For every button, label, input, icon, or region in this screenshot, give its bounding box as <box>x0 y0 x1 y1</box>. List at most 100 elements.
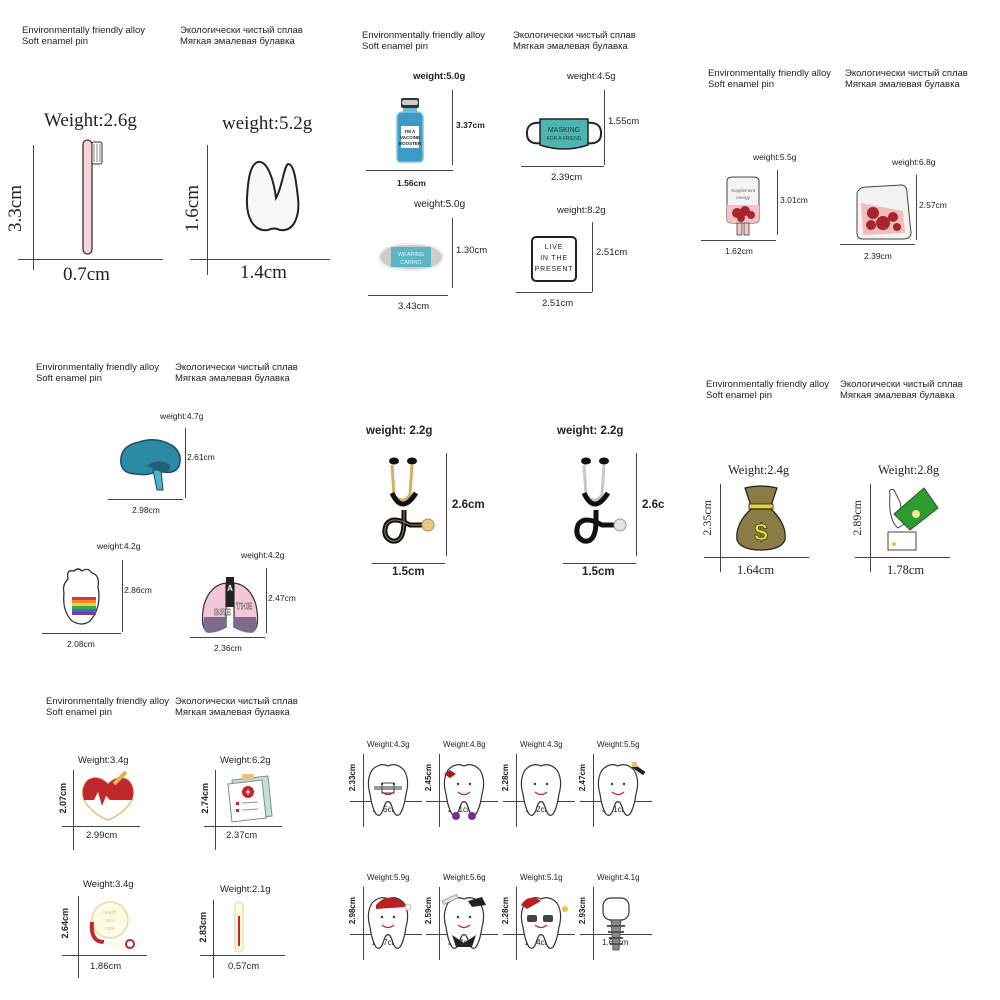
height-arrow <box>916 175 917 240</box>
weight-label: weight:4.2g <box>241 550 285 560</box>
weight-label: weight: 2.2g <box>366 425 433 437</box>
height-axis <box>439 754 440 827</box>
height-label: 2.86cm <box>124 585 152 595</box>
weight-label: weight: 2.2g <box>557 425 624 437</box>
width-axis <box>204 826 282 827</box>
width-arrow <box>563 563 636 564</box>
weight-label: weight:5.5g <box>753 152 797 162</box>
weight-label: weight:5.0g <box>413 71 466 82</box>
height-axis <box>213 900 214 978</box>
svg-text:WEARING: WEARING <box>398 252 424 258</box>
header-ru-line1: Экологически чистый сплав <box>513 30 636 41</box>
anatomical-heart-icon <box>62 568 100 625</box>
width-label: 2.98cm <box>132 505 160 515</box>
header-ru-line1: Экологически чистый сплав <box>180 25 303 36</box>
weight-label: Weight:2.8g <box>878 463 940 477</box>
weight-label: Weight:2.6g <box>44 110 137 131</box>
tooth-graduate-icon <box>441 893 486 949</box>
header-en: Environmentally friendly alloy Soft enam… <box>46 696 169 718</box>
height-label: 2.51cm <box>596 247 628 258</box>
height-label: 2.47cm <box>578 764 587 792</box>
weight-label: weight:8.2g <box>557 205 606 216</box>
live-in-present-pin: LIVE IN THE PRESENT <box>531 236 577 282</box>
height-label: 3.01cm <box>780 195 808 205</box>
tooth-braces-icon <box>367 764 409 816</box>
height-arrow <box>777 170 778 235</box>
weight-label: Weight:4.8g <box>443 740 486 749</box>
svg-text:care: care <box>105 918 115 924</box>
width-arrow <box>521 166 604 167</box>
height-arrow <box>452 218 453 288</box>
face-mask-caring-icon: WEARING CARING <box>377 242 445 272</box>
height-arrow <box>636 453 637 556</box>
height-arrow <box>592 222 593 292</box>
pin-text-line: PRESENT <box>534 266 574 273</box>
height-arrow <box>266 568 267 633</box>
weight-label: weight:5.2g <box>222 113 313 134</box>
height-label: 2.98cm <box>348 897 357 925</box>
tooth-bow-icon <box>443 764 485 820</box>
height-label: 2.89cm <box>850 500 864 536</box>
header-en: Environmentally friendly alloy Soft enam… <box>362 30 485 52</box>
height-axis <box>207 145 208 275</box>
weight-label: weight:5.0g <box>414 199 466 210</box>
width-arrow <box>516 292 592 293</box>
width-label: 2.37cm <box>372 938 399 947</box>
svg-text:THE: THE <box>236 602 253 611</box>
svg-text:energy: energy <box>736 195 751 200</box>
width-label: 1.86cm <box>90 961 122 972</box>
blood-bag-wide-icon <box>856 184 912 240</box>
vaccine-bottle-icon: I'M A VACCINE BOOSTER <box>396 98 424 163</box>
weight-label: Weight:5.9g <box>367 873 410 882</box>
weight-label: Weight:4.3g <box>367 740 410 749</box>
width-arrow <box>366 170 453 171</box>
width-axis <box>704 557 809 558</box>
height-label: 3.37cm <box>456 120 485 130</box>
height-label: 2.45cm <box>424 764 433 792</box>
height-arrow <box>185 428 186 498</box>
heart-dropper-icon <box>81 770 135 821</box>
header-ru: Экологически чистый сплав Мягкая эмалева… <box>180 25 303 47</box>
height-label: 2.57cm <box>919 200 947 210</box>
pin-text-line: LIVE <box>544 244 564 251</box>
weight-label: weight:4.2g <box>97 541 141 551</box>
height-label: 2.59cm <box>424 897 433 925</box>
weight-label: Weight:3.4g <box>78 755 129 766</box>
height-arrow <box>446 453 447 556</box>
width-arrow <box>190 637 265 638</box>
header-ru-line1: Экологически чистый сплав <box>840 379 963 390</box>
width-arrow <box>701 240 776 241</box>
weight-label: Weight:5.5g <box>597 740 640 749</box>
molar-tooth-icon <box>245 160 300 232</box>
width-label: 1.95cm <box>372 805 399 814</box>
width-label: 1.64cm <box>737 563 775 577</box>
height-axis <box>215 770 216 850</box>
height-label: 2.61cm <box>187 452 215 462</box>
weight-label: Weight:2.4g <box>728 463 790 477</box>
height-arrow <box>122 560 123 632</box>
lungs-icon: A BRE THE <box>201 577 259 633</box>
height-label: 3.3cm <box>5 185 26 232</box>
header-ru-line2: Мягкая эмалевая булавка <box>513 41 628 52</box>
height-label: 2.93cm <box>578 897 587 925</box>
tooth-brushing-icon <box>597 762 646 816</box>
height-axis <box>363 754 364 827</box>
width-label: 1.78cm <box>887 563 925 577</box>
svg-text:BRE: BRE <box>214 608 232 617</box>
header-ru-line2: Мягкая эмалевая булавка <box>180 36 295 47</box>
face-mask-masking-icon: MASKING FOR A FRIEND <box>525 118 603 150</box>
weight-label: Weight:5.6g <box>443 873 486 882</box>
thermometer-icon <box>234 901 244 953</box>
header-en-line2: Soft enamel pin <box>46 707 113 718</box>
height-label: 2.64cm <box>60 908 70 939</box>
header-en-line2: Soft enamel pin <box>706 390 773 401</box>
width-label: 2.51cm <box>542 298 574 309</box>
weight-label: weight:4.7g <box>160 411 204 421</box>
height-axis <box>78 896 79 978</box>
stethoscope-gold-icon <box>382 457 435 544</box>
brain-icon <box>120 439 181 491</box>
width-arrow <box>372 563 445 564</box>
width-axis <box>200 955 285 956</box>
svg-text:care: care <box>105 926 115 932</box>
height-label: 2.47cm <box>268 593 296 603</box>
